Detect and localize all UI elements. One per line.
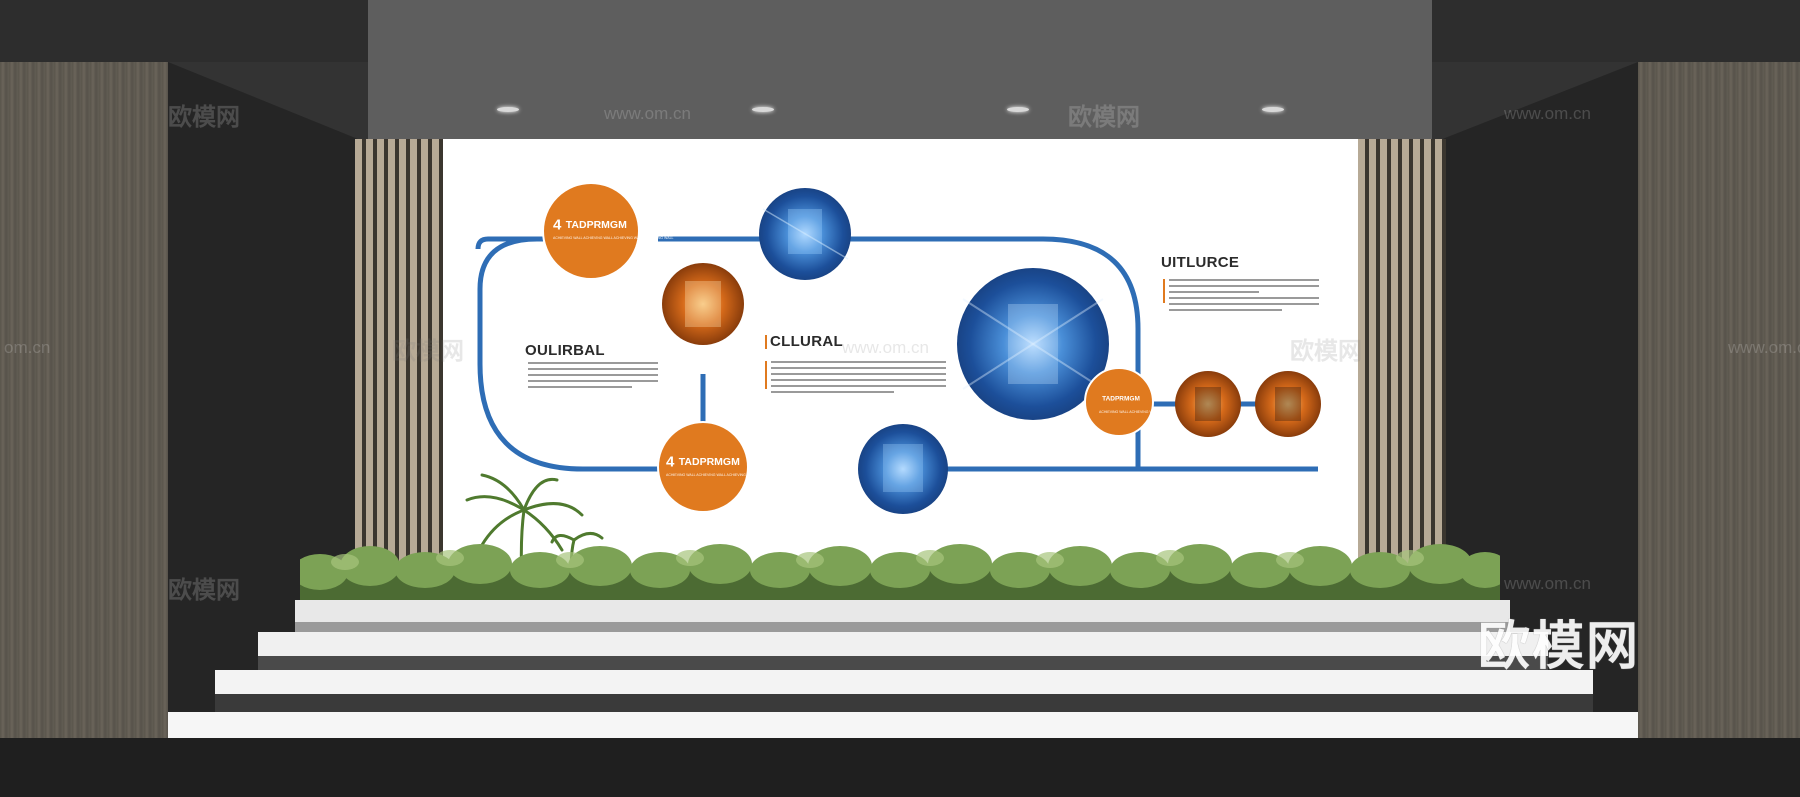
slat-column-right: [1358, 139, 1446, 579]
body-text-right: [1169, 279, 1319, 315]
watermark-url: www.om.cn: [842, 338, 929, 357]
circle-subtitle: ACHIEVING WALL ACHIEVING WALL ACHIEVING …: [553, 236, 674, 240]
downlight: [497, 107, 519, 112]
photo-circle-orange-1: [662, 263, 744, 345]
accent-bar: [765, 361, 767, 389]
title-circle-top: [542, 182, 640, 280]
downlight: [752, 107, 774, 112]
circle-label-right: TADPRMGM ACHIEVING WALL ACHIEVING WALL: [1099, 390, 1159, 414]
downlight: [1262, 107, 1284, 112]
watermark-url: www.om.cn: [1504, 574, 1591, 593]
stage-step-riser: [215, 694, 1593, 712]
photo-circle-orange-3: [1255, 371, 1321, 437]
stage-step: [295, 600, 1510, 622]
circle-title: TADPRMGM: [1102, 395, 1140, 403]
title-circle-bottom: [657, 421, 749, 513]
wood-panel-left: [0, 62, 168, 738]
brand-logo-watermark: 欧模网: [1478, 617, 1641, 677]
wood-panel-right: [1638, 62, 1800, 738]
circle-number: 4: [553, 216, 562, 234]
watermark-brand: 欧模网: [1290, 338, 1362, 365]
wall-graphic: 4 TADPRMGM ACHIEVING WALL ACHIEVING WALL…: [443, 139, 1358, 579]
ceiling-panel: [368, 0, 1432, 139]
photo-circle-blue-1: [759, 188, 851, 280]
watermark-url: www.om.cn: [1504, 104, 1591, 123]
floor: [0, 738, 1800, 797]
circle-subtitle: ACHIEVING WALL ACHIEVING WALL ACHIEVING …: [666, 473, 787, 477]
stage-step: [215, 670, 1593, 694]
watermark-url: www.om.cn: [604, 104, 691, 123]
photo-circle-blue-2: [858, 424, 948, 514]
stage-step-riser: [258, 656, 1548, 670]
section-heading-left: OULIRBAL: [525, 342, 605, 359]
section-heading-center: CLLURAL: [770, 333, 843, 350]
frame-lines: [475, 236, 1318, 472]
accent-bar: [1163, 279, 1165, 303]
circle-title: TADPRMGM: [678, 455, 740, 468]
stage-step-riser: [295, 622, 1510, 632]
circle-title: TADPRMGM: [565, 218, 627, 231]
photo-circle-blue-large: [957, 268, 1109, 420]
circle-subtitle: ACHIEVING WALL ACHIEVING WALL: [1099, 410, 1159, 414]
watermark-url: www.om.cn: [1728, 338, 1800, 357]
downlight: [1007, 107, 1029, 112]
watermark-brand: 欧模网: [168, 577, 240, 604]
watermark-url: om.cn: [4, 338, 51, 357]
photo-circle-orange-2: [1175, 371, 1241, 437]
wall-graphic-svg: [475, 182, 1321, 514]
stage-step: [258, 632, 1548, 656]
watermark-brand: 欧模网: [392, 338, 464, 365]
body-text-center: [771, 361, 946, 397]
accent-bar: [765, 335, 767, 349]
circle-label-top: 4 TADPRMGM ACHIEVING WALL ACHIEVING WALL…: [553, 216, 673, 240]
slat-column-left: [355, 139, 443, 579]
title-circle-right: [1084, 367, 1154, 437]
stage-step: [168, 712, 1638, 738]
watermark-brand: 欧模网: [168, 104, 240, 131]
circle-number: 4: [666, 453, 675, 471]
circle-label-bottom: 4 TADPRMGM ACHIEVING WALL ACHIEVING WALL…: [666, 453, 786, 477]
section-heading-right: UITLURCE: [1161, 254, 1240, 271]
body-text-left: [528, 362, 658, 392]
planter-greenery: [300, 544, 1500, 608]
watermark-brand: 欧模网: [1068, 104, 1140, 131]
